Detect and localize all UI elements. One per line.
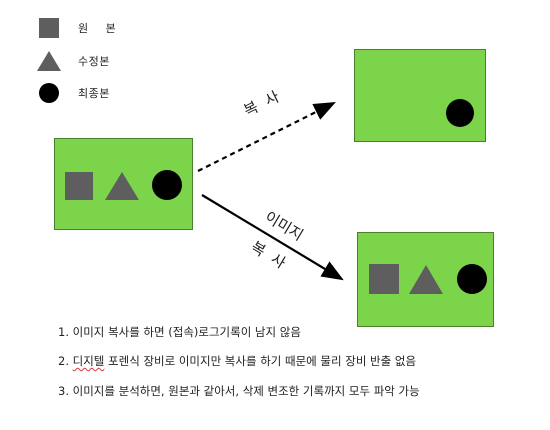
triangle-icon bbox=[105, 172, 139, 200]
square-icon bbox=[36, 16, 62, 40]
note-text: 이미지를 분석하면, 원본과 같아서, 삭제 변조한 기록까지 모두 파악 가능 bbox=[72, 384, 420, 398]
note-number: 1. bbox=[58, 325, 69, 339]
circle-icon bbox=[457, 264, 487, 294]
note-item: 2. 디지텔 포렌식 장비로 이미지만 복사를 하기 때문에 물리 장비 반출 … bbox=[58, 353, 416, 369]
circle-icon bbox=[446, 99, 474, 127]
copy-panel bbox=[354, 49, 486, 142]
circle-icon bbox=[36, 81, 62, 105]
triangle-icon bbox=[409, 265, 443, 294]
note-item: 3. 이미지를 분석하면, 원본과 같아서, 삭제 변조한 기록까지 모두 파악… bbox=[58, 383, 420, 399]
dashed-copy-arrow bbox=[197, 102, 336, 172]
legend-label-final: 최종본 bbox=[78, 87, 110, 100]
image-copy-arrow bbox=[201, 194, 344, 281]
note-text: 이미지 복사를 하면 (접속)로그기록이 남지 않음 bbox=[72, 325, 301, 339]
legend-label-original: 원 본 bbox=[78, 22, 123, 35]
square-icon bbox=[369, 264, 399, 294]
image-copy-panel bbox=[357, 232, 494, 327]
source-panel bbox=[54, 138, 193, 230]
triangle-icon bbox=[36, 49, 62, 73]
note-text: 포렌식 장비로 이미지만 복사를 하기 때문에 물리 장비 반출 없음 bbox=[104, 354, 417, 368]
note-number: 2. bbox=[58, 354, 69, 368]
legend-label-modified: 수정본 bbox=[78, 55, 110, 68]
note-number: 3. bbox=[58, 384, 69, 398]
square-icon bbox=[65, 172, 93, 200]
circle-icon bbox=[152, 170, 182, 200]
legend-final: 최종본 bbox=[36, 81, 110, 105]
legend-original: 원 본 bbox=[36, 16, 123, 40]
note-misspelled-word: 디지텔 bbox=[72, 354, 105, 368]
note-item: 1. 이미지 복사를 하면 (접속)로그기록이 남지 않음 bbox=[58, 324, 301, 340]
legend-modified: 수정본 bbox=[36, 49, 110, 73]
